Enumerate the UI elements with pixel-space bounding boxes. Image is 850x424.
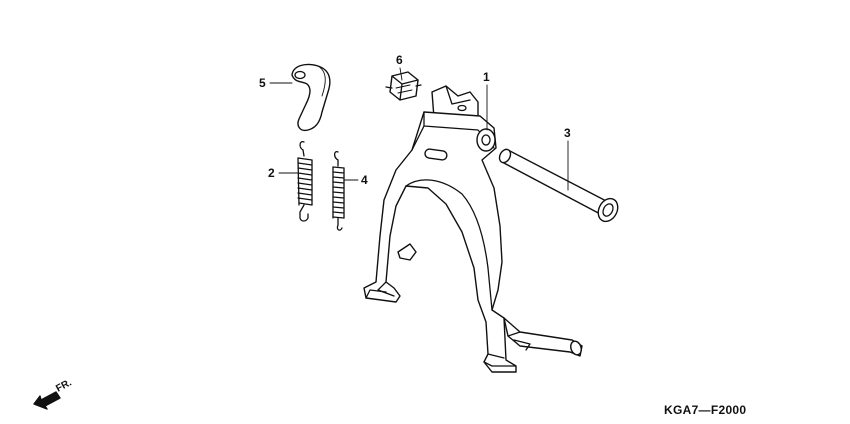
part-4-spring[interactable] [332,151,345,231]
callout-5: 5 [259,76,293,90]
arrow-icon [33,391,61,410]
diagram-code: KGA7—F2000 [664,403,746,417]
callout-3: 3 [564,126,571,191]
svg-text:6: 6 [396,53,403,67]
callout-6: 6 [396,53,403,81]
svg-text:5: 5 [259,76,266,90]
svg-text:FR.: FR. [54,377,74,394]
part-1-main-stand[interactable] [363,85,583,373]
svg-text:2: 2 [268,166,275,180]
part-2-spring[interactable] [297,141,313,222]
callout-1: 1 [483,70,490,131]
part-3-shaft[interactable] [497,147,621,224]
svg-text:1: 1 [483,70,490,84]
callout-2: 2 [268,166,299,180]
part-6-stopper[interactable] [385,71,422,101]
part-5-hook-bracket[interactable] [291,63,331,132]
svg-text:3: 3 [564,126,571,140]
callout-4: 4 [343,173,368,187]
svg-text:4: 4 [361,173,368,187]
front-direction-arrow: FR. [33,377,74,410]
